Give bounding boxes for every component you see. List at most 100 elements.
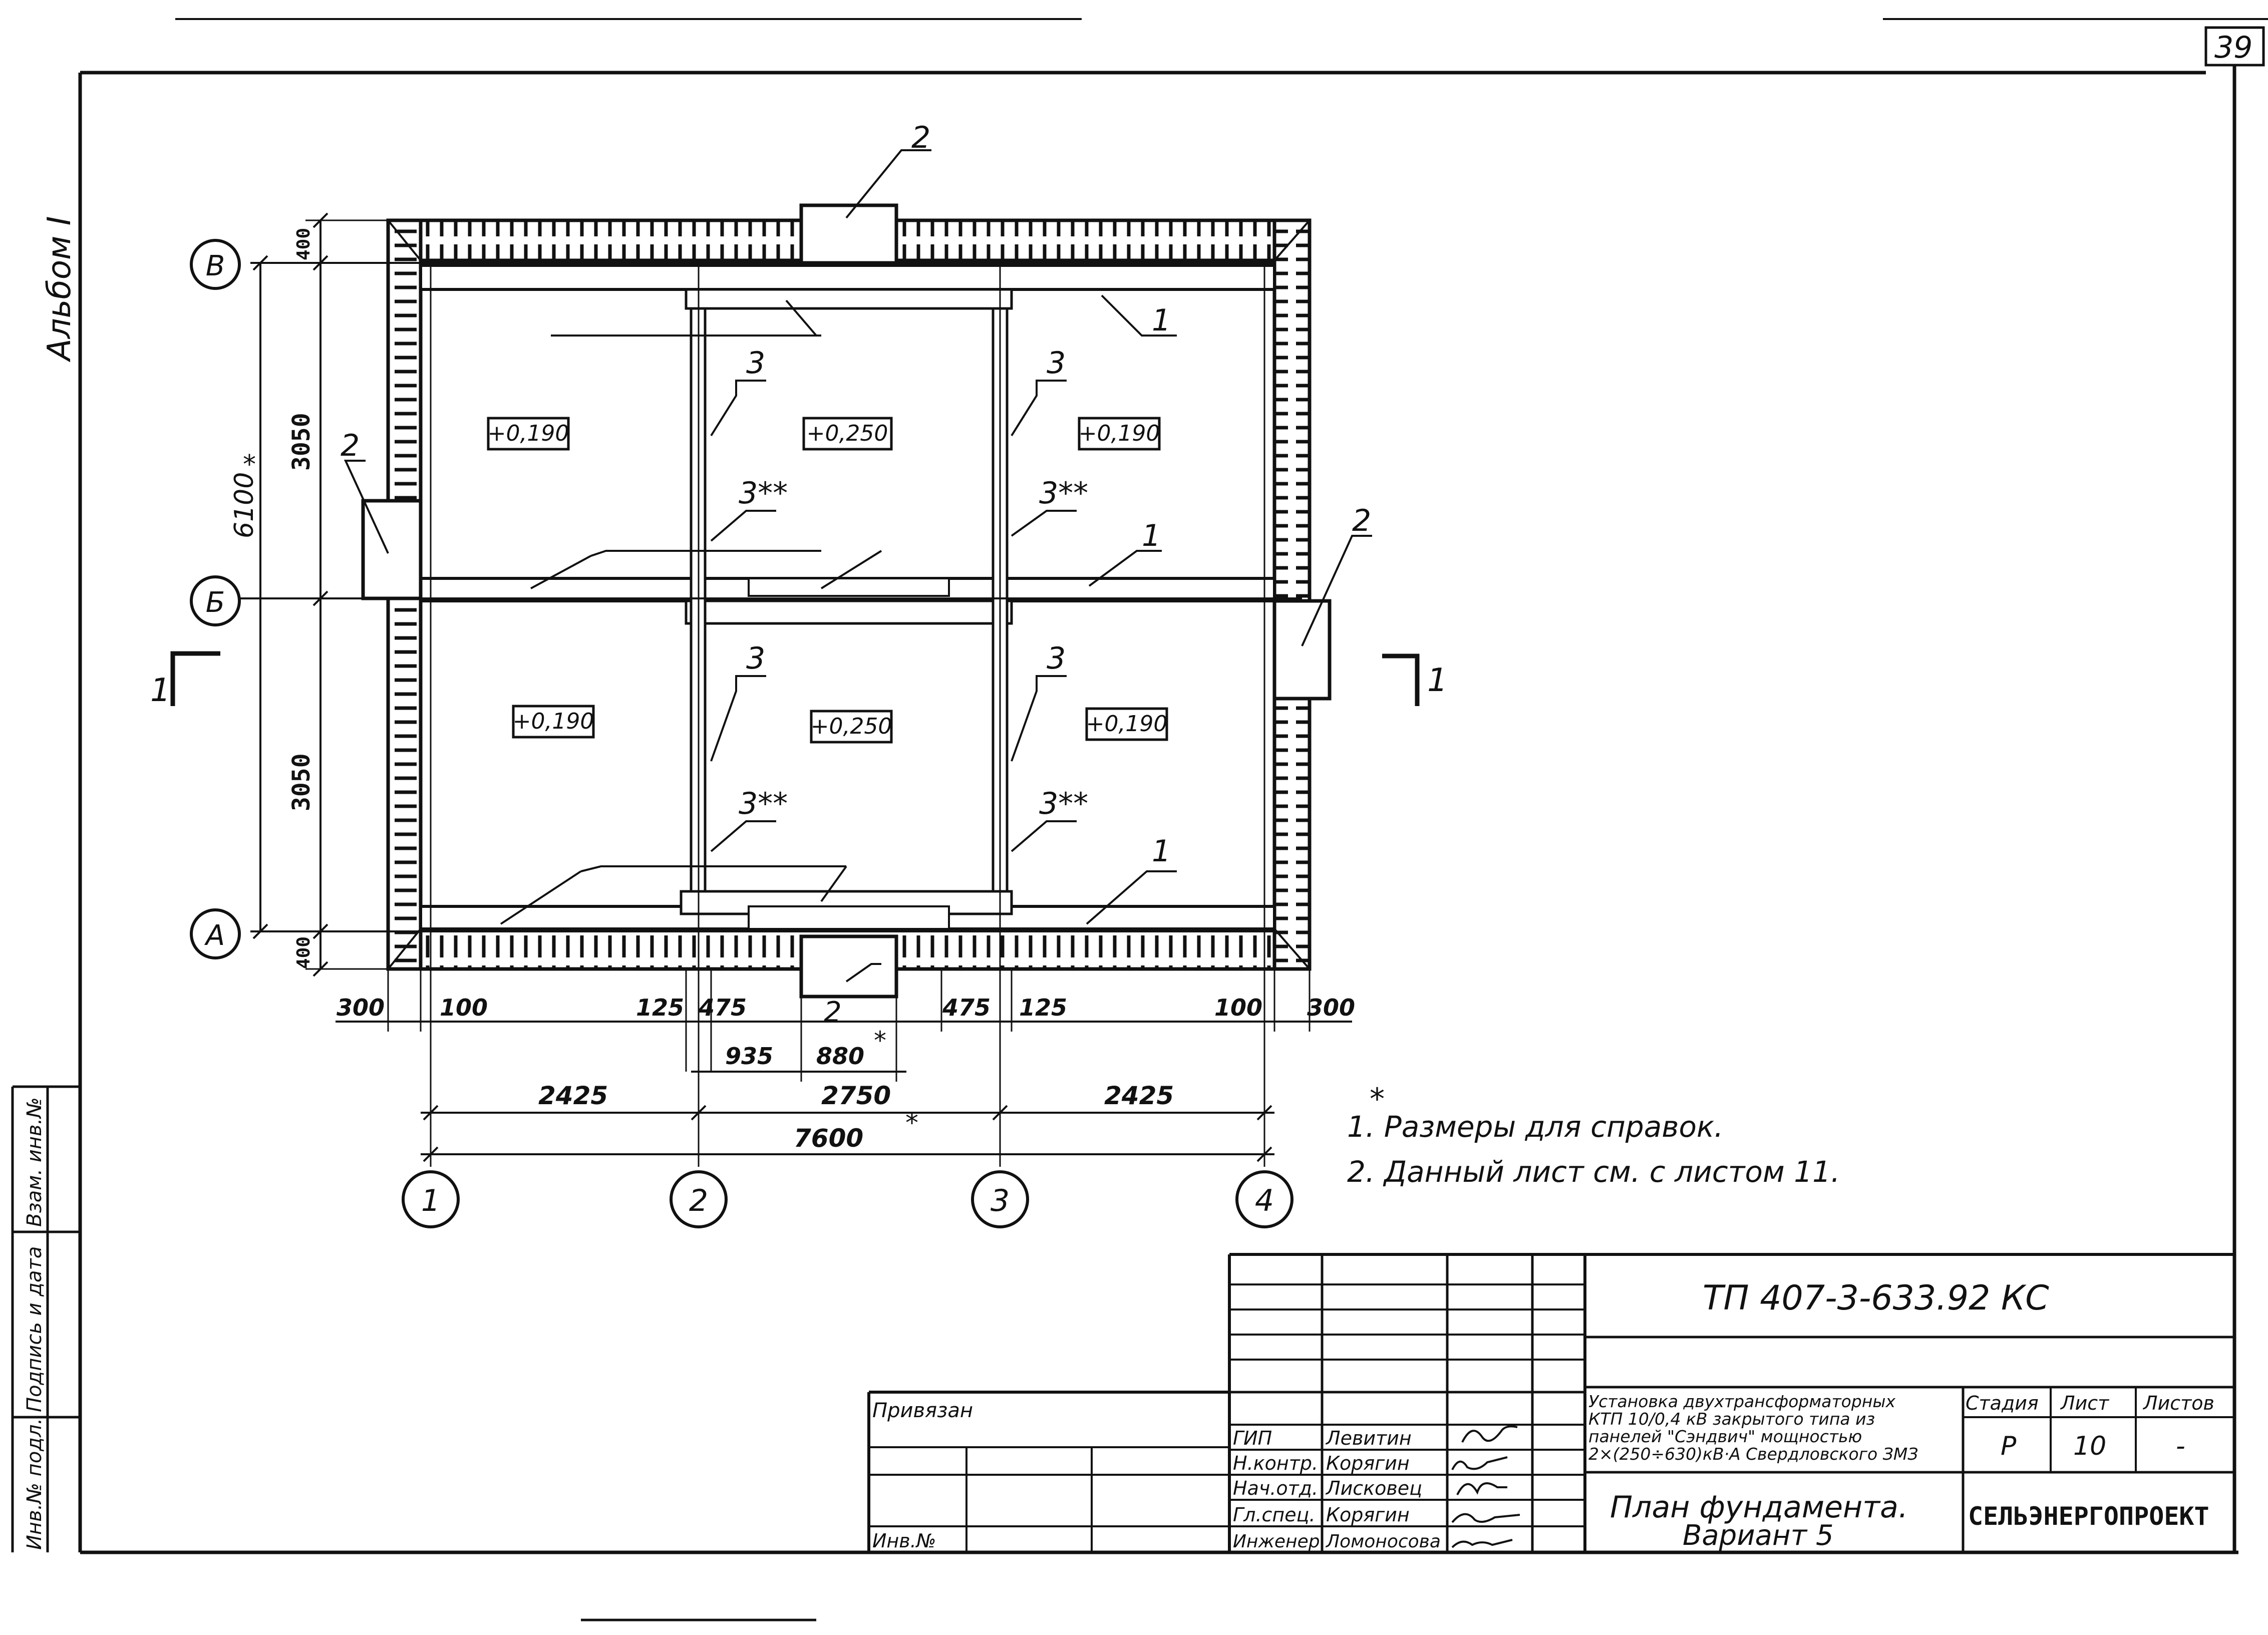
sheet-number-box: 39: [2204, 26, 2265, 67]
horizontal-dimension-total: 7600 *: [421, 1108, 1274, 1162]
description-line: КТП 10/0,4 кВ закрытого типа из: [1588, 1409, 1875, 1429]
dim-star: *: [905, 1108, 918, 1138]
dim-horizontal: 300: [1307, 994, 1355, 1021]
pit-bottom: [799, 934, 898, 999]
callout-block: 1: [1152, 834, 1171, 869]
callout-pit: 2: [341, 428, 360, 463]
dim-horizontal: 100: [1214, 994, 1262, 1021]
callout-wall: 3: [1047, 641, 1066, 676]
callout-wall-ref: 3**: [739, 476, 788, 511]
beam-top: [419, 264, 1276, 291]
axis-label-4: 4: [1255, 1183, 1274, 1218]
name-glspec: Корягин: [1326, 1504, 1410, 1526]
callout-wall-ref: 3**: [739, 786, 788, 821]
foundation-plan: В Б А 1 2 3 4 +0,190 +0,250 +0,190 +0,19…: [150, 120, 1448, 1228]
callout-block: 1: [1142, 518, 1161, 553]
tied-label: Привязан: [872, 1399, 973, 1422]
role-nkontr: Н.контр.: [1233, 1452, 1318, 1474]
sheets-value: -: [2176, 1431, 2185, 1461]
side-stamp-replace: Взам. инв.№: [23, 1097, 46, 1227]
callout-wall: 3: [746, 641, 765, 676]
axis-label-b: Б: [206, 586, 225, 619]
role-gip: ГИП: [1233, 1427, 1272, 1449]
horizontal-dimensions-row1: 300 100 125 475 475 125 100 300: [336, 969, 1355, 1082]
name-nkontr: Корягин: [1326, 1452, 1410, 1474]
sheets-label: Листов: [2142, 1392, 2214, 1414]
side-stamp: Инв.№ подл. Подпись и дата Взам. инв.№: [11, 1085, 80, 1552]
callout-pit: 2: [824, 996, 842, 1029]
dim-horizontal: 880: [816, 1043, 864, 1070]
wall-right: [1272, 218, 1312, 971]
axis-bubble-b: [190, 575, 241, 626]
sheet-title: Вариант 5: [1683, 1519, 1834, 1552]
callout-pit: 2: [911, 120, 930, 155]
axis-label-2: 2: [689, 1183, 708, 1218]
callout-pit: 2: [1352, 503, 1371, 538]
axis-bubble-a: [190, 908, 241, 959]
elevation-tag: +0,190: [1079, 421, 1160, 446]
dim-horizontal: 2425: [538, 1081, 608, 1110]
project-code: ТП 407-3-633.92 КС: [1703, 1278, 2049, 1318]
description-line: 2×(250÷630)кВ·А Свердловского ЗМЗ: [1588, 1444, 1918, 1464]
callout-wall-ref: 3**: [1039, 476, 1088, 511]
notes-star: *: [1370, 1082, 1385, 1117]
dim-horizontal: 2750: [821, 1081, 891, 1110]
note-item: 2. Данный лист см. с листом 11.: [1347, 1155, 1840, 1189]
pit-left: [361, 499, 423, 600]
callout-wall-ref: 3**: [1039, 786, 1088, 821]
signatures: [1451, 1425, 1520, 1548]
name-gip: Левитин: [1325, 1427, 1412, 1449]
role-engineer: Инженер: [1233, 1531, 1320, 1552]
dim-total: 7600: [794, 1124, 863, 1153]
section-mark-left: 1: [150, 651, 220, 709]
dim-horizontal: 935: [725, 1043, 773, 1070]
callout-wall: 3: [1047, 346, 1066, 381]
inv-label: Инв.№: [872, 1530, 936, 1552]
dim-horizontal: 475: [942, 994, 991, 1021]
axis-bubble-4: [1235, 1170, 1293, 1228]
axis-label-3: 3: [991, 1183, 1010, 1218]
dim-horizontal: 475: [698, 994, 747, 1021]
album-label: Альбом I: [41, 216, 78, 363]
axis-label-1: 1: [421, 1183, 440, 1218]
dim-star: *: [874, 1026, 886, 1055]
sheet-label: Лист: [2060, 1392, 2110, 1414]
callout-wall: 3: [746, 346, 765, 381]
horizontal-dimensions-row2: 935 880 *: [691, 1026, 906, 1073]
axis-bubble-3: [971, 1170, 1029, 1228]
stage-label: Стадия: [1966, 1392, 2039, 1414]
vertical-dimensions: 400 3050 3050 400 6100 *: [229, 212, 391, 977]
side-stamp-inv: Инв.№ подл.: [23, 1418, 46, 1550]
elevation-tag: +0,250: [811, 714, 892, 739]
dim-vertical: 3050: [287, 413, 315, 471]
axis-bubble-2: [670, 1170, 728, 1228]
dim-vertical: 400: [293, 228, 314, 260]
section-mark-right: 1: [1382, 653, 1448, 706]
axis-bubble-v: [190, 239, 241, 290]
role-glspec: Гл.спец.: [1233, 1504, 1316, 1526]
stage-value: Р: [2001, 1431, 2017, 1461]
sheet-title: План фундамента.: [1610, 1490, 1908, 1525]
callout-leaders: [344, 149, 1372, 983]
role-nachotd: Нач.отд.: [1233, 1477, 1318, 1499]
dim-horizontal: 100: [440, 994, 488, 1021]
description-line: Установка двухтрансформаторных: [1588, 1392, 1895, 1411]
side-stamp-sign: Подпись и дата: [23, 1246, 46, 1412]
dim-vertical: 400: [293, 936, 314, 969]
axis-bubble-1: [402, 1170, 460, 1228]
elevation-tag: +0,190: [513, 709, 594, 734]
sheet-value: 10: [2073, 1431, 2106, 1461]
elevation-tag: +0,250: [807, 421, 888, 446]
dim-horizontal: 125: [636, 994, 684, 1021]
section-label: 1: [150, 672, 171, 709]
horizontal-dimensions-row3: 2425 2750 2425: [421, 1081, 1274, 1121]
dim-horizontal: 2425: [1104, 1081, 1174, 1110]
sheet-number: 39: [2214, 30, 2252, 65]
axis-label-v: В: [206, 250, 225, 282]
notes: * 1. Размеры для справок. 2. Данный лист…: [1347, 1082, 1840, 1189]
name-engineer: Ломоносова: [1325, 1531, 1441, 1552]
title-block: Привязан Инв.№ ГИП Н.контр. Нач.отд. Гл.…: [867, 1253, 2234, 1552]
dim-star: *: [243, 450, 256, 480]
description-line: панелей "Сэндвич" мощностью: [1588, 1427, 1862, 1446]
section-label: 1: [1427, 662, 1448, 699]
